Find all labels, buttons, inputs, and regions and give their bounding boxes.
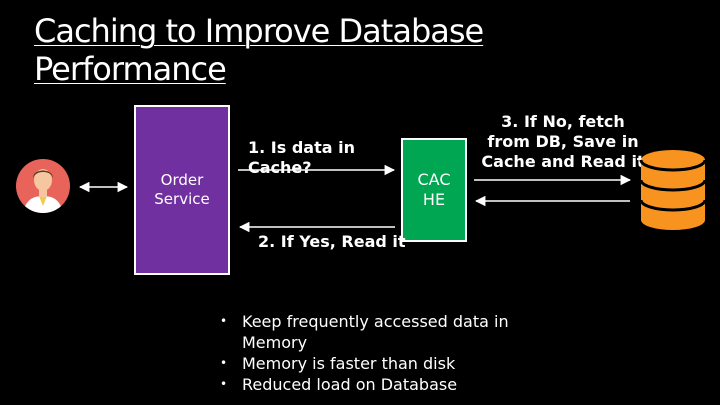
cache-box: CACHE: [401, 138, 467, 242]
cache-label: CACHE: [417, 170, 451, 209]
bullet-text: Keep frequently accessed data in Memory: [242, 312, 509, 352]
list-item: •Reduced load on Database: [220, 375, 458, 394]
step2-label: 2. If Yes, Read it: [258, 232, 406, 251]
step3-label: 3. If No, fetch from DB, Save in Cache a…: [481, 112, 645, 171]
step1-label: 1. Is data in Cache?: [248, 138, 355, 177]
list-item: •Keep frequently accessed data in Memory: [220, 312, 509, 352]
database-icon: [639, 150, 707, 230]
bullet-text: Memory is faster than disk: [242, 354, 456, 373]
list-item: •Memory is faster than disk: [220, 354, 456, 373]
bullet-text: Reduced load on Database: [242, 375, 458, 394]
benefits-list: •Keep frequently accessed data in Memory…: [218, 311, 558, 395]
slide-title: Caching to Improve Database Performance: [34, 12, 484, 88]
order-service-box: Order Service: [134, 105, 230, 275]
order-service-label: Order Service: [154, 171, 210, 208]
user-avatar-icon: [16, 159, 70, 213]
